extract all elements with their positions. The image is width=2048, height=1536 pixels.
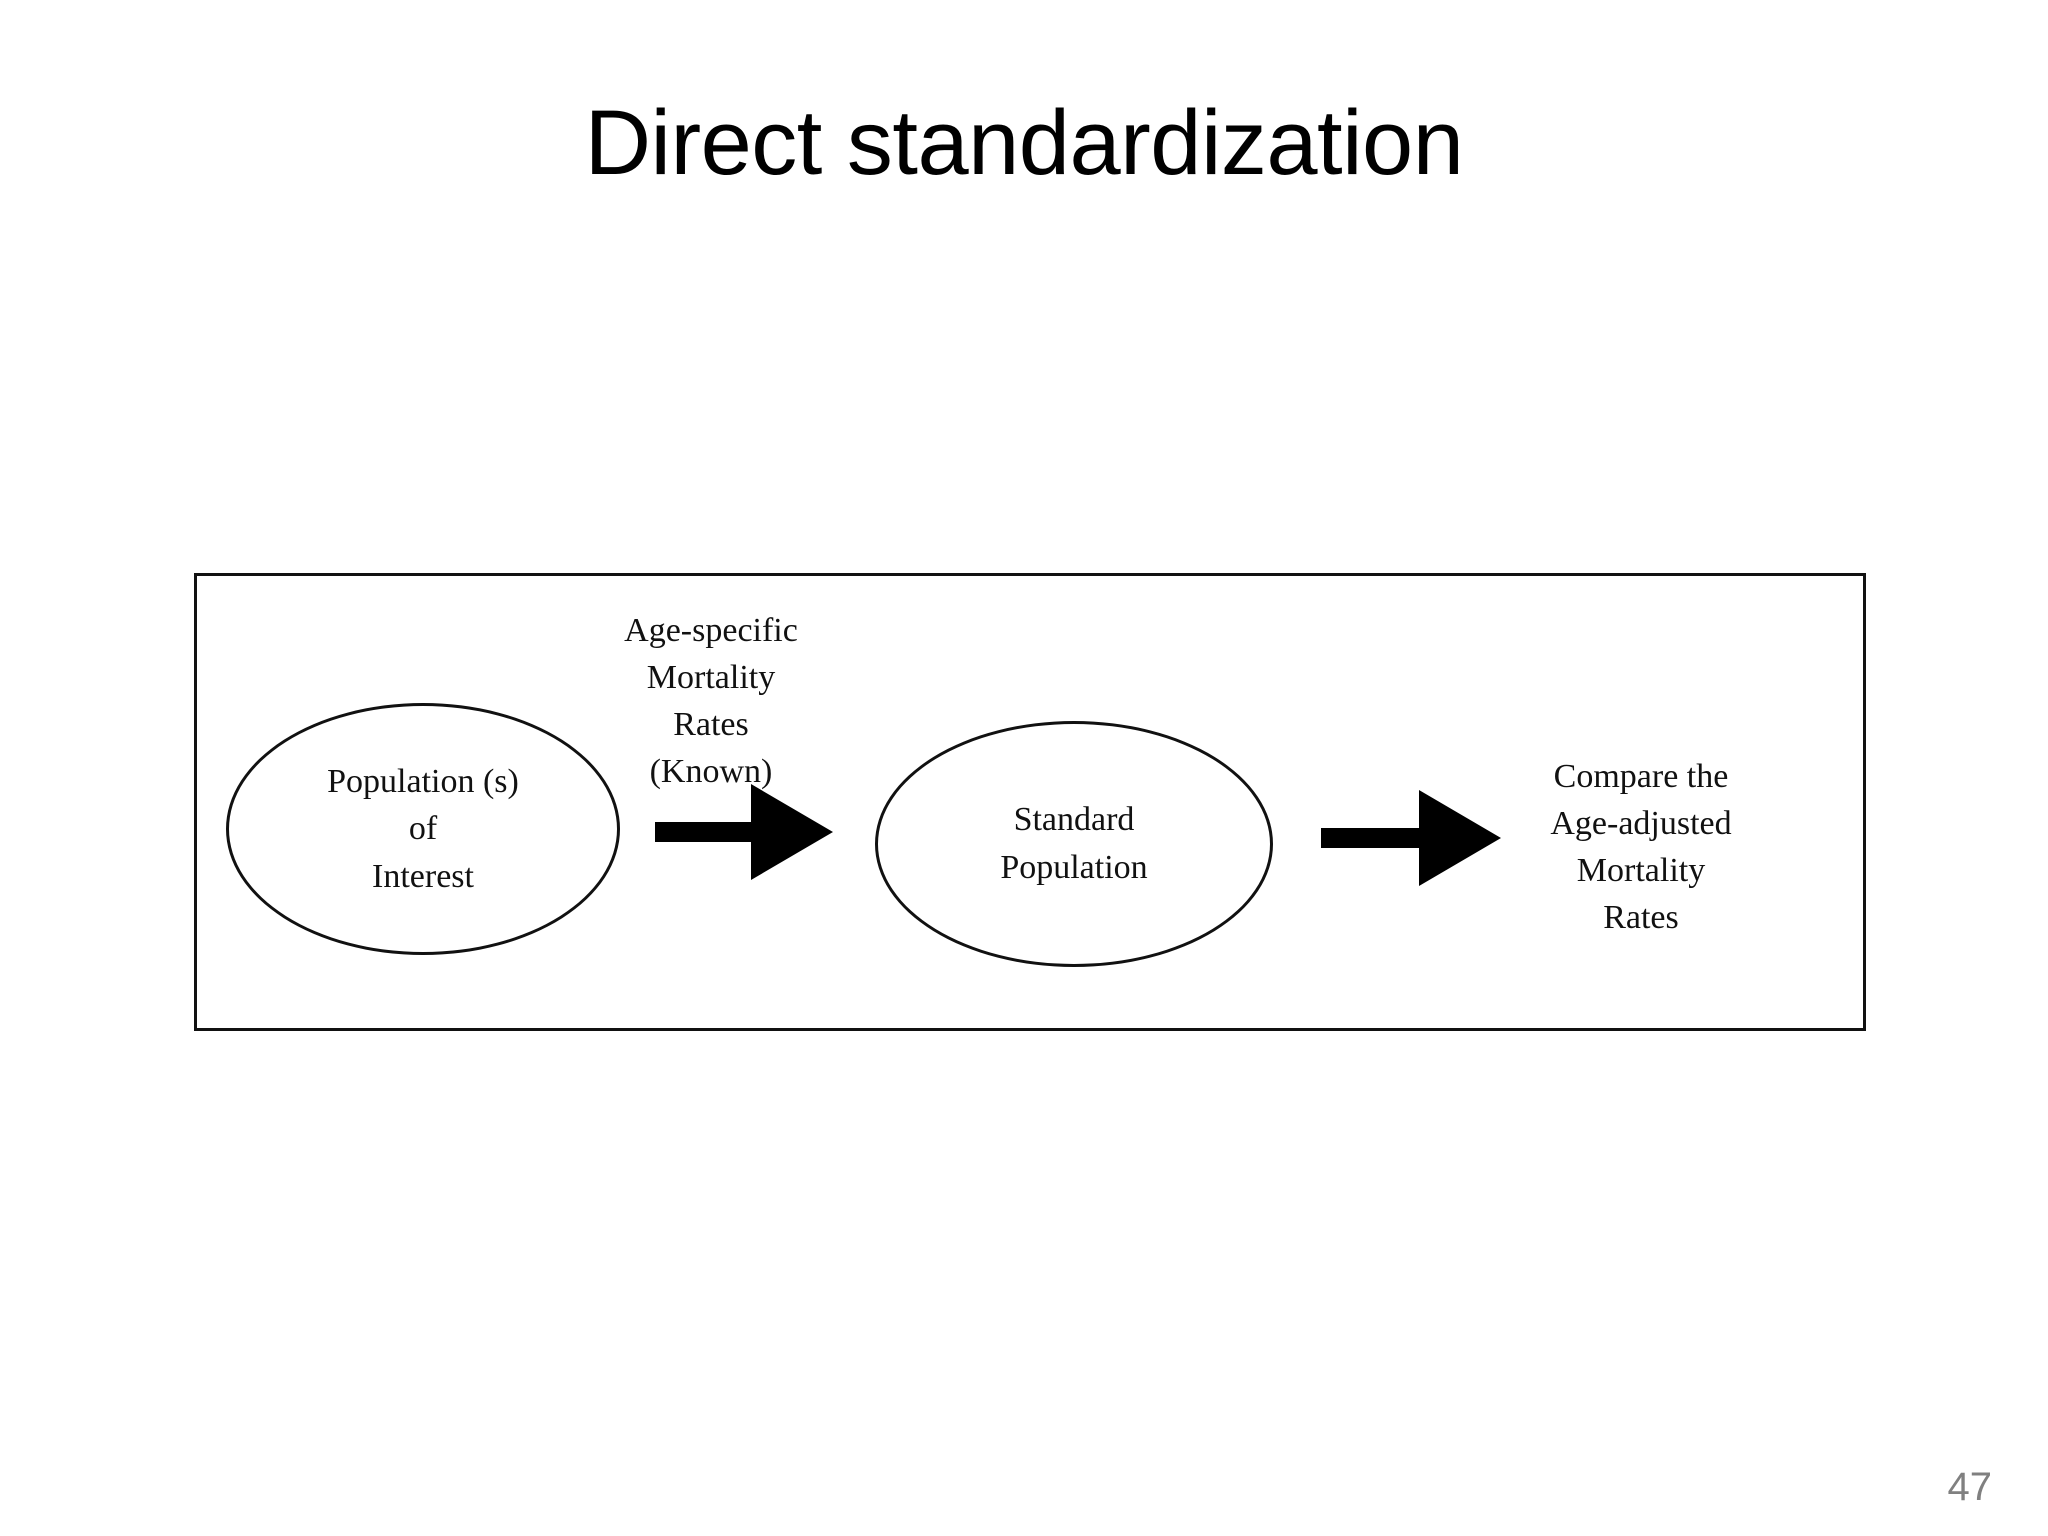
node-population-of-interest: Population (s) of Interest bbox=[226, 703, 620, 955]
slide-page-number: 47 bbox=[1947, 1465, 1993, 1509]
node-standard-population: Standard Population bbox=[875, 721, 1273, 967]
page-title: Direct standardization bbox=[584, 92, 1464, 194]
arrow-right-icon-populations-to-standard bbox=[655, 784, 833, 880]
caption-compare-age-adjusted-mortality-rates: Compare the Age-adjusted Mortality Rates bbox=[1550, 758, 1732, 936]
node-standard-population-label: Standard Population bbox=[1000, 801, 1148, 886]
caption-age-specific-mortality-rates: Age-specific Mortality Rates (Known) bbox=[624, 612, 798, 790]
figure-frame: Population (s) of Interest Age-specific … bbox=[194, 573, 1866, 1031]
arrow-right-icon-standard-to-compare bbox=[1321, 790, 1501, 886]
node-population-of-interest-label: Population (s) of Interest bbox=[327, 762, 519, 895]
